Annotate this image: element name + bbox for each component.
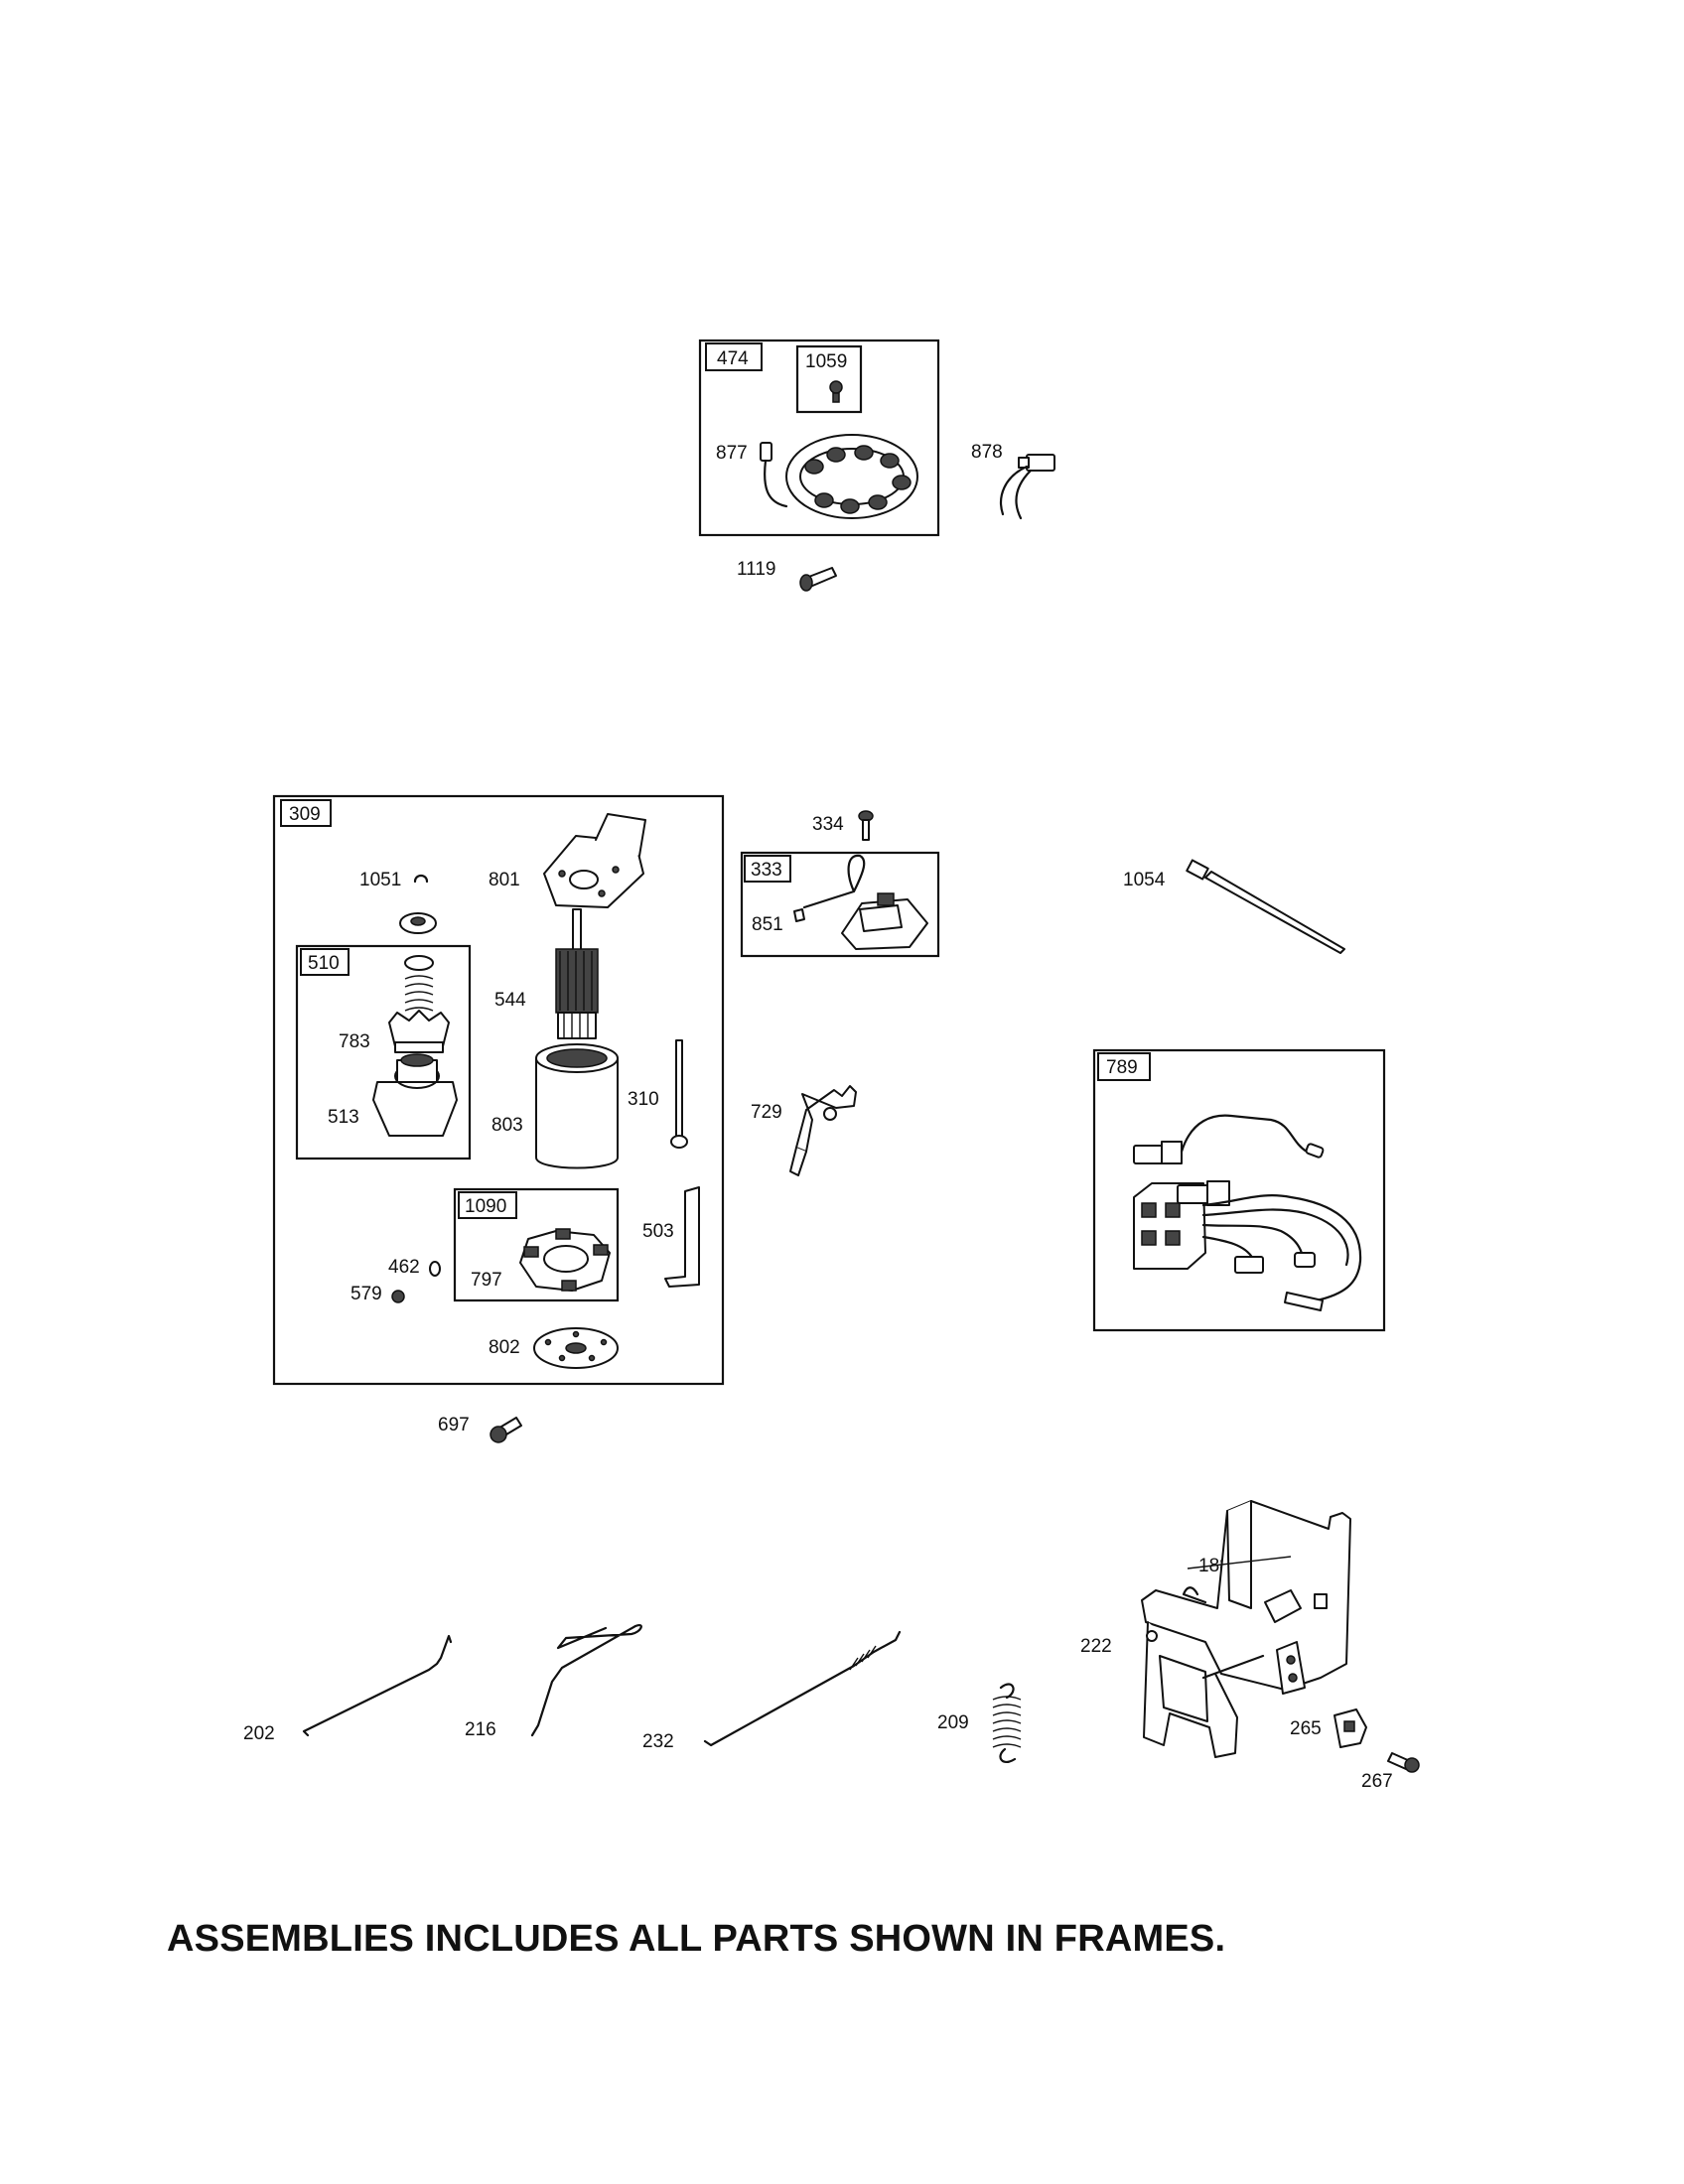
drive-parts-icon — [372, 955, 458, 1137]
part-222-label: 222 — [1080, 1636, 1112, 1657]
connector-878-icon — [999, 454, 1055, 520]
clip-1051-icon — [413, 874, 429, 884]
part-802-label: 802 — [489, 1337, 520, 1358]
part-462-label: 462 — [388, 1257, 420, 1278]
wire-harness-789-icon — [1133, 1114, 1362, 1311]
frame-1090: 1090 — [453, 1187, 620, 1302]
frame-1090-label: 1090 — [465, 1196, 506, 1217]
part-544-label: 544 — [494, 990, 526, 1011]
screw-697-icon — [490, 1417, 522, 1443]
bolt-310-icon — [670, 1039, 688, 1149]
bracket-729-icon — [789, 1085, 857, 1176]
part-878-label: 878 — [971, 442, 1003, 463]
lead-877-icon — [760, 442, 788, 508]
part-265-label: 265 — [1290, 1718, 1322, 1739]
frame-510: 510 — [295, 944, 472, 1160]
frame-1059-label: 1059 — [805, 351, 847, 372]
frame-474: 474 1059 877 — [698, 339, 940, 537]
part-783-label: 783 — [339, 1031, 370, 1052]
cable-tie-1054-icon — [1186, 859, 1345, 954]
nut-579-icon — [391, 1290, 405, 1303]
washer-462-icon — [429, 1261, 441, 1277]
part-729-label: 729 — [751, 1102, 782, 1123]
part-310-label: 310 — [628, 1089, 659, 1110]
housing-803-icon — [535, 1043, 619, 1169]
frame-309-label: 309 — [289, 804, 321, 825]
link-216-icon — [530, 1624, 642, 1737]
part-801-label: 801 — [489, 870, 520, 890]
strip-503-icon — [664, 1186, 700, 1288]
screw-1119-icon — [799, 567, 837, 592]
frame-474-label: 474 — [717, 348, 749, 369]
screw-267-icon — [1387, 1752, 1420, 1773]
washer-icon — [399, 912, 437, 934]
part-267-label: 267 — [1361, 1771, 1393, 1792]
control-bracket-222-icon — [1141, 1500, 1351, 1758]
screw-1059-icon — [829, 380, 843, 403]
part-579-label: 579 — [351, 1284, 382, 1304]
screw-334-icon — [858, 810, 874, 841]
part-334-label: 334 — [812, 814, 844, 835]
frame-789: 789 — [1092, 1048, 1386, 1332]
end-cap-801-icon — [543, 813, 646, 908]
assemblies-note: ASSEMBLIES INCLUDES ALL PARTS SHOWN IN F… — [167, 1918, 1226, 1960]
rod-232-icon — [703, 1630, 902, 1747]
brush-holder-797-icon — [519, 1228, 611, 1292]
solenoid-333-icon — [793, 854, 928, 950]
frame-309: 309 — [272, 794, 725, 1386]
part-1054-label: 1054 — [1123, 870, 1166, 890]
armature-544-icon — [555, 908, 599, 1039]
plate-802-icon — [533, 1327, 619, 1369]
part-803-label: 803 — [491, 1115, 523, 1136]
part-232-label: 232 — [642, 1731, 674, 1752]
link-202-icon — [302, 1634, 453, 1737]
frame-333-label: 333 — [751, 860, 782, 881]
frame-510-label: 510 — [308, 953, 340, 974]
part-1119-label: 1119 — [737, 559, 775, 580]
part-851-label: 851 — [752, 914, 783, 935]
clip-265-icon — [1333, 1708, 1367, 1748]
part-1051-label: 1051 — [359, 870, 401, 890]
part-216-label: 216 — [465, 1719, 496, 1740]
spring-209-icon — [992, 1683, 1022, 1764]
part-877-label: 877 — [716, 443, 748, 464]
part-797-label: 797 — [471, 1270, 502, 1291]
part-202-label: 202 — [243, 1723, 275, 1744]
part-209-label: 209 — [937, 1712, 969, 1733]
frame-333: 333 — [740, 851, 940, 958]
stator-ring-icon — [785, 434, 918, 519]
part-503-label: 503 — [642, 1221, 674, 1242]
frame-789-label: 789 — [1106, 1057, 1138, 1078]
part-513-label: 513 — [328, 1107, 359, 1128]
part-697-label: 697 — [438, 1415, 470, 1435]
